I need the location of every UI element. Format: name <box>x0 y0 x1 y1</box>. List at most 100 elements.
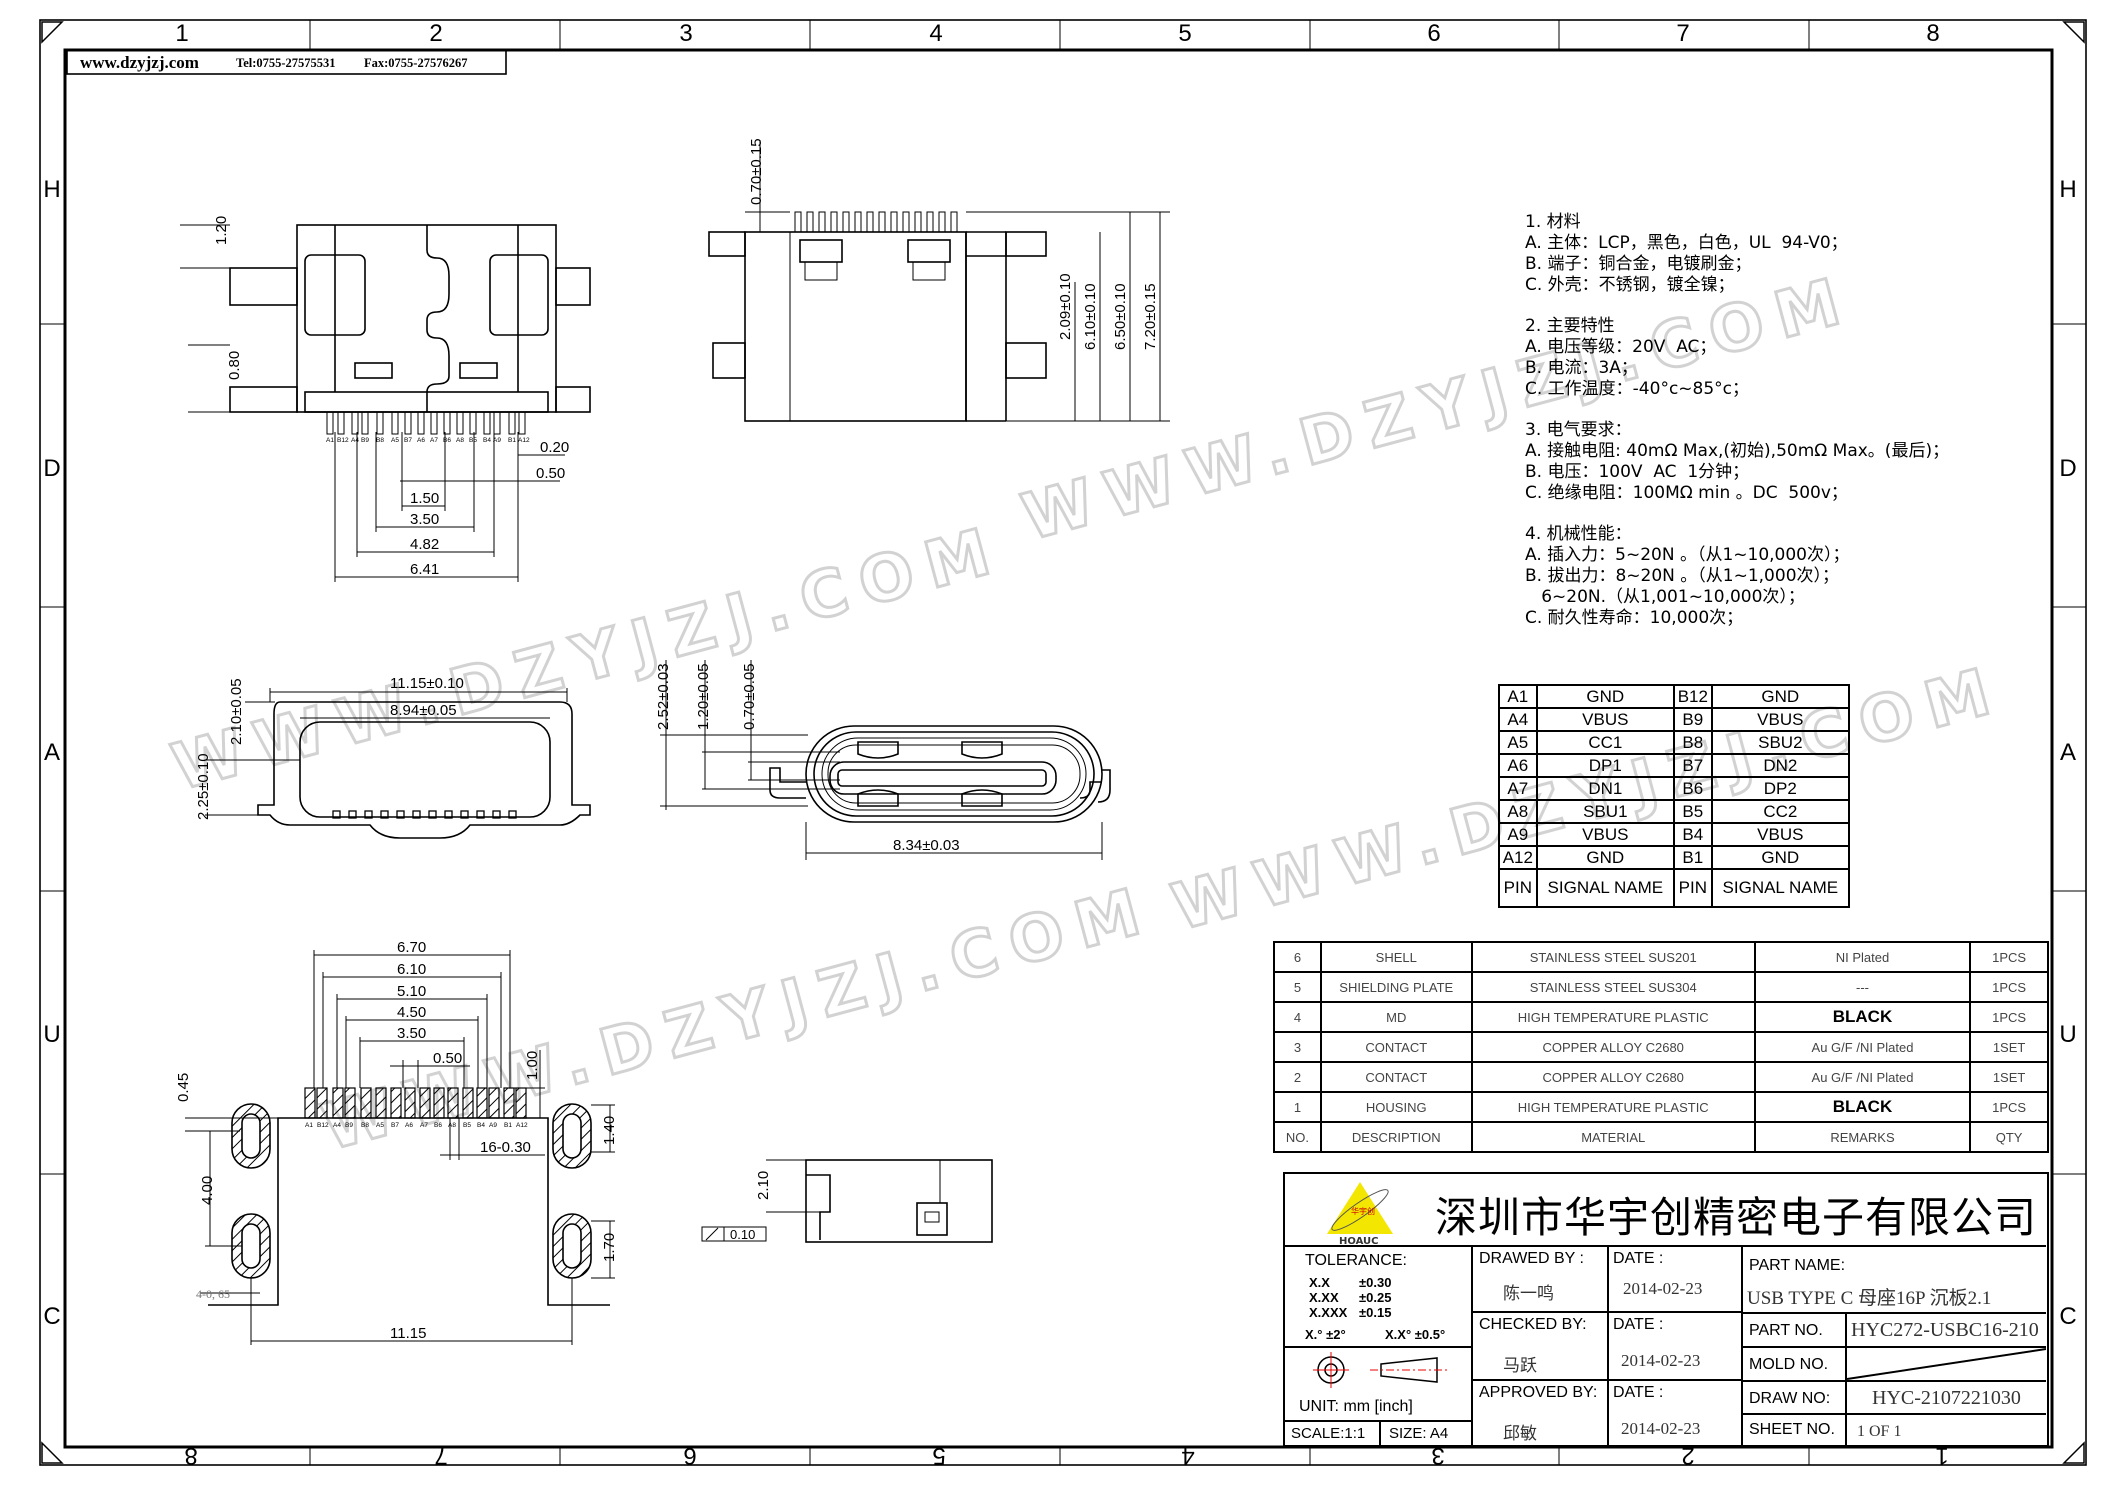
detail-view: 2.10 0.10 <box>701 1159 993 1243</box>
terminal-pin <box>351 411 359 435</box>
terminal-pin <box>428 810 437 819</box>
note-line: A. 电压等级：20V AC； <box>1525 337 1717 357</box>
pin-label: B7 <box>404 437 412 444</box>
column-label: 4 <box>1181 1442 1194 1469</box>
column-label: 1 <box>175 20 188 47</box>
bom-cell: CONTACT <box>1319 1061 1473 1093</box>
pin-label: B9 <box>361 437 369 444</box>
terminal-pin <box>483 411 491 435</box>
column-label: 7 <box>1676 20 1689 47</box>
company-name: 深圳市华宇创精密电子有限公司 <box>1435 1193 2038 1242</box>
signal-name: GND <box>1535 845 1675 870</box>
pin-label: A6 <box>405 1122 413 1129</box>
row-label: A <box>2060 739 2076 766</box>
tolerance-row: X.XXX±0.15 <box>1309 1305 1391 1320</box>
bom-cell: 4 <box>1273 1001 1322 1033</box>
terminal-pin <box>376 411 384 435</box>
note-line: 2. 主要特性 <box>1525 316 1615 336</box>
pin-label: B12 <box>337 437 349 444</box>
pin-number: A5 <box>1498 730 1538 755</box>
signal-name: DN2 <box>1710 753 1851 778</box>
signal-name: DP2 <box>1710 776 1851 801</box>
solder-pad <box>433 1087 445 1119</box>
pin-number: B12 <box>1672 684 1713 709</box>
column-label: 5 <box>932 1442 945 1469</box>
terminal-pin <box>444 810 453 819</box>
dim-label: 3.50 <box>397 1025 426 1042</box>
terminal-pin <box>866 211 874 233</box>
signal-name: VBUS <box>1535 707 1675 732</box>
solder-pad <box>488 1087 500 1119</box>
part-name-cell: PART NAME: USB TYPE C 母座16P 沉板2.1 <box>1743 1247 2046 1314</box>
solder-pad <box>390 1087 402 1119</box>
spacer <box>1525 504 1949 524</box>
dim-label: 1.20 <box>213 216 230 245</box>
note-line: C. 工作温度：-40°c~85°c； <box>1525 379 1750 399</box>
pcb-footprint-view: 6.70 6.10 5.10 4.50 3.50 0.50 1.00 0.45 … <box>175 939 618 1345</box>
terminal-pin <box>878 211 886 233</box>
terminal-pin <box>794 211 802 233</box>
fax-text: Fax:0755-27576267 <box>364 56 467 70</box>
header-contact-box: www.dzyjzj.com Tel:0755-27575531 Fax:075… <box>66 49 507 75</box>
terminal-pin <box>469 411 477 435</box>
pin-label: B12 <box>317 1122 329 1129</box>
approved-date-cell: DATE : 2014-02-23 <box>1609 1381 1743 1447</box>
signal-name: SBU2 <box>1710 730 1851 755</box>
pin-label: B8 <box>376 437 384 444</box>
dim-label: 2.52±0.03 <box>655 663 672 730</box>
column-header: REMARKS <box>1753 1121 1972 1153</box>
terminal-pin <box>508 411 516 435</box>
dim-label: 4.82 <box>410 536 439 553</box>
drawn-by-cell: DRAWED BY : 陈一鸣 <box>1473 1247 1609 1313</box>
pin-label: A8 <box>448 1122 456 1129</box>
bom-cell: 5 <box>1273 971 1322 1003</box>
pin-label: B1 <box>508 437 516 444</box>
terminal-pin <box>476 810 485 819</box>
column-label: 2 <box>429 20 442 47</box>
scale-cell: SCALE:1:1 <box>1285 1422 1381 1447</box>
bom-cell: SHELL <box>1319 941 1473 973</box>
solder-pad <box>419 1087 431 1119</box>
bom-cell: 1SET <box>1969 1061 2049 1093</box>
pin-number: B7 <box>1672 753 1713 778</box>
column-label: 7 <box>434 1442 447 1469</box>
terminal-pin <box>806 211 814 233</box>
sheet-frame: 1 2 3 4 5 6 7 8 1 2 3 4 5 6 7 8 H D A U … <box>39 19 2087 1469</box>
row-label: H <box>43 176 60 203</box>
company-row: 华宇创 HOAUC 深圳市华宇创精密电子有限公司 <box>1285 1174 2046 1247</box>
terminal-pin <box>518 411 526 435</box>
terminal-pin <box>842 211 850 233</box>
terminal-pin <box>348 810 357 819</box>
terminal-pin <box>412 810 421 819</box>
solder-pad <box>404 1087 416 1119</box>
checked-by-cell: CHECKED BY: 马跃 <box>1473 1313 1609 1381</box>
tolerance-format: X.XX <box>1309 1290 1339 1305</box>
pin-number: A6 <box>1498 753 1538 778</box>
bom-cell: COPPER ALLOY C2680 <box>1470 1061 1756 1093</box>
column-header: QTY <box>1969 1121 2049 1153</box>
dim-label: 1.20±0.05 <box>695 663 712 730</box>
signal-name: VBUS <box>1710 707 1851 732</box>
bom-cell: 6 <box>1273 941 1322 973</box>
dim-label: 1.00 <box>524 1051 541 1080</box>
pin-label: A7 <box>420 1122 428 1129</box>
pin-label: B6 <box>443 437 451 444</box>
column-label: 4 <box>929 20 942 47</box>
top-view: 1.20 0.80 0.20 0.50 1.50 3.50 4.82 6.41 … <box>180 216 591 582</box>
row-label: A <box>44 739 60 766</box>
dim-label: 6.70 <box>397 939 426 956</box>
row-label: H <box>2059 176 2076 203</box>
pin-number: A8 <box>1498 799 1538 824</box>
drawn-date-cell: DATE : 2014-02-23 <box>1609 1247 1743 1313</box>
bom-cell: MD <box>1319 1001 1473 1033</box>
mold-no-label: MOLD NO. <box>1743 1348 1847 1382</box>
sheet-no-label: SHEET NO. <box>1743 1415 1847 1447</box>
solder-pad <box>375 1087 387 1119</box>
pin-label: B1 <box>504 1122 512 1129</box>
note-line: 4. 机械性能： <box>1525 524 1632 544</box>
terminal-pin <box>492 810 501 819</box>
